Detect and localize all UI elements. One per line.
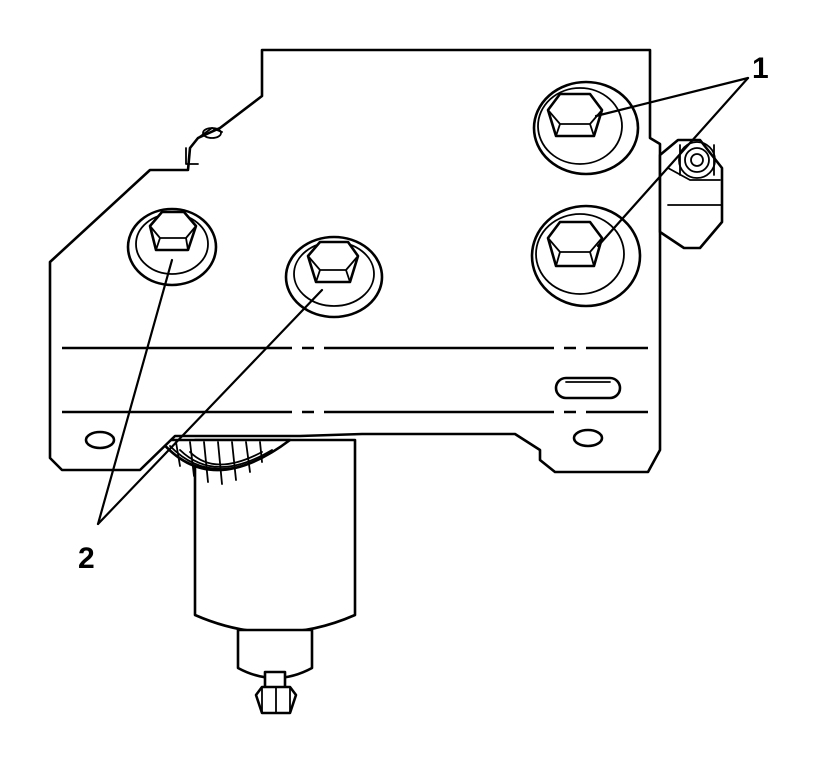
side-fitting [658, 138, 724, 250]
callout-label-1: 1 [752, 52, 769, 85]
bolt-2a [126, 207, 218, 287]
callout-label-2: 2 [78, 542, 95, 575]
bolt-1a [532, 80, 640, 176]
bolt-2b [284, 235, 384, 319]
shaft-with-nut [236, 628, 314, 715]
callout-2-leaders [96, 258, 324, 526]
threaded-collar [158, 438, 292, 485]
callout-1-leaders [594, 76, 750, 248]
bolt-1b [530, 204, 642, 308]
mounting-holes [84, 376, 622, 450]
